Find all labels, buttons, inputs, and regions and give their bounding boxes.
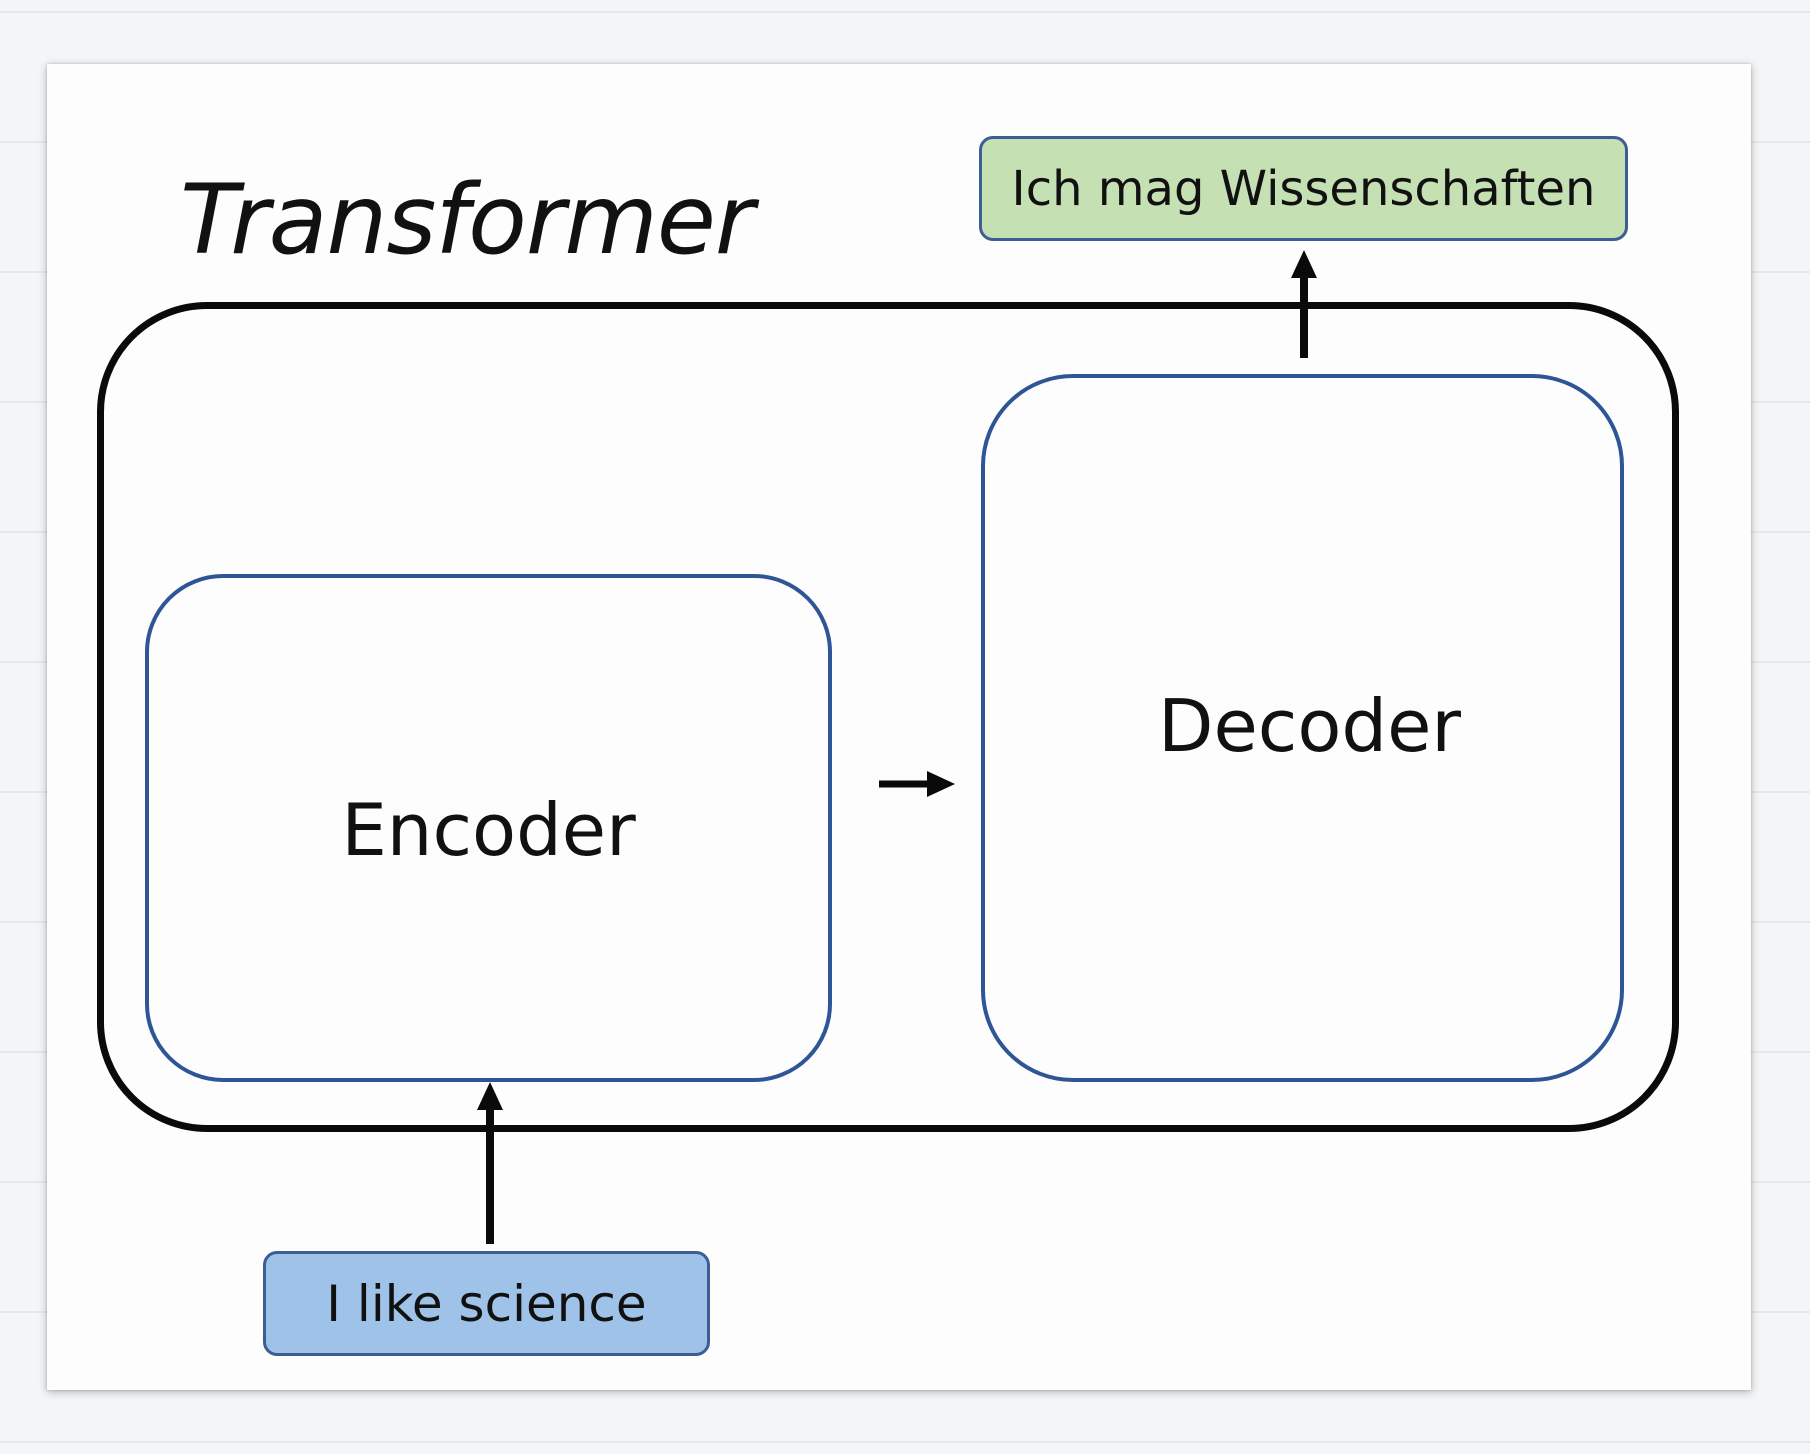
decoder-label: Decoder [1158, 684, 1461, 768]
diagram-slide: Transformer Encoder Decoder Ich mag Wiss… [47, 64, 1751, 1390]
input-box: I like science [263, 1251, 710, 1356]
decoder-box: Decoder [981, 374, 1624, 1082]
diagram-title: Transformer [180, 164, 754, 276]
output-box: Ich mag Wissenschaften [979, 136, 1628, 241]
encoder-label: Encoder [341, 788, 636, 872]
encoder-box: Encoder [145, 574, 832, 1082]
transformer-container [97, 302, 1679, 1132]
